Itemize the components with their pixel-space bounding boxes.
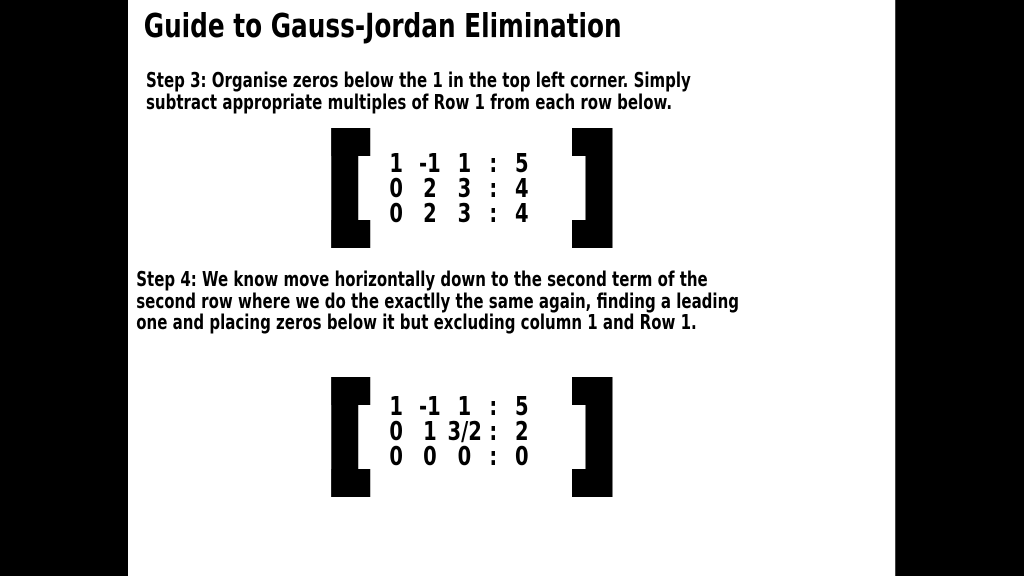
matrix-cell: 1 (457, 149, 472, 179)
matrix-cell: -1 (419, 149, 441, 179)
matrix-cell: 0 (514, 442, 529, 472)
matrix-row: 0 1 3/2 : 2 (380, 417, 538, 447)
matrix2: 1 -1 1 : 5 0 1 3/2 : 2 0 0 0 : 0 (380, 392, 538, 472)
matrix-cell: 4 (514, 199, 529, 229)
matrix-row: 1 -1 1 : 5 (380, 392, 538, 422)
matrix-cell: 0 (389, 174, 403, 204)
matrix-cell: 5 (514, 392, 529, 422)
matrix1-right-bracket (572, 128, 613, 248)
matrix2-left-bracket (331, 377, 371, 497)
matrix-cell: 3/2 (447, 417, 482, 447)
step4-line-1: Step 4: We know move horizontally down t… (136, 267, 708, 291)
matrix-cell: 2 (514, 417, 529, 447)
page-title: Guide to Gauss-Jordan Elimination (143, 6, 622, 45)
matrix-cell: 1 (389, 149, 403, 179)
matrix-cell: 2 (423, 174, 437, 204)
matrix-colon: : (489, 417, 498, 447)
matrix-cell: 4 (514, 174, 529, 204)
matrix-cell: 0 (389, 442, 403, 472)
matrix-cell: -1 (419, 392, 441, 422)
matrix-cell: 0 (423, 442, 437, 472)
matrix-cell: 1 (457, 392, 472, 422)
matrix-cell: 5 (514, 149, 529, 179)
matrix-cell: 3 (457, 199, 472, 229)
matrix-cell: 2 (423, 199, 437, 229)
matrix-colon: : (489, 149, 498, 179)
matrix1: 1 -1 1 : 5 0 2 3 : 4 0 2 3 : 4 (380, 149, 538, 229)
matrix-cell: 0 (389, 417, 403, 447)
matrix-cell: 3 (457, 174, 472, 204)
step4-line-2: second row where we do the exactlly the … (136, 288, 739, 313)
step4-line-3: one and placing zeros below it but exclu… (136, 310, 697, 334)
matrix-colon: : (489, 392, 498, 422)
step4-paragraph: Step 4: We know move horizontally down t… (136, 267, 739, 334)
matrix-row: 0 0 0 : 0 (380, 442, 538, 472)
step3-line-1: Step 3: Organise zeros below the 1 in th… (146, 68, 691, 92)
step3-line-2: subtract appropriate multiples of Row 1 … (146, 89, 673, 114)
matrix-cell: 1 (423, 417, 437, 447)
matrix-cell: 0 (389, 199, 403, 229)
matrix-colon: : (489, 174, 498, 204)
letterbox-left (0, 0, 128, 576)
matrix-colon: : (489, 442, 498, 472)
matrix-row: 0 2 3 : 4 (380, 199, 538, 229)
matrix-row: 0 2 3 : 4 (380, 174, 538, 204)
matrix-cell: 1 (389, 392, 403, 422)
matrix2-right-bracket (572, 377, 613, 497)
matrix-colon: : (489, 199, 498, 229)
slide-content: Guide to Gauss-Jordan Elimination Step 3… (128, 0, 896, 576)
matrix-row: 1 -1 1 : 5 (380, 149, 538, 179)
matrix1-left-bracket (331, 128, 371, 248)
step3-paragraph: Step 3: Organise zeros below the 1 in th… (146, 68, 691, 114)
matrix-cell: 0 (457, 442, 472, 472)
letterbox-right (895, 0, 1024, 576)
